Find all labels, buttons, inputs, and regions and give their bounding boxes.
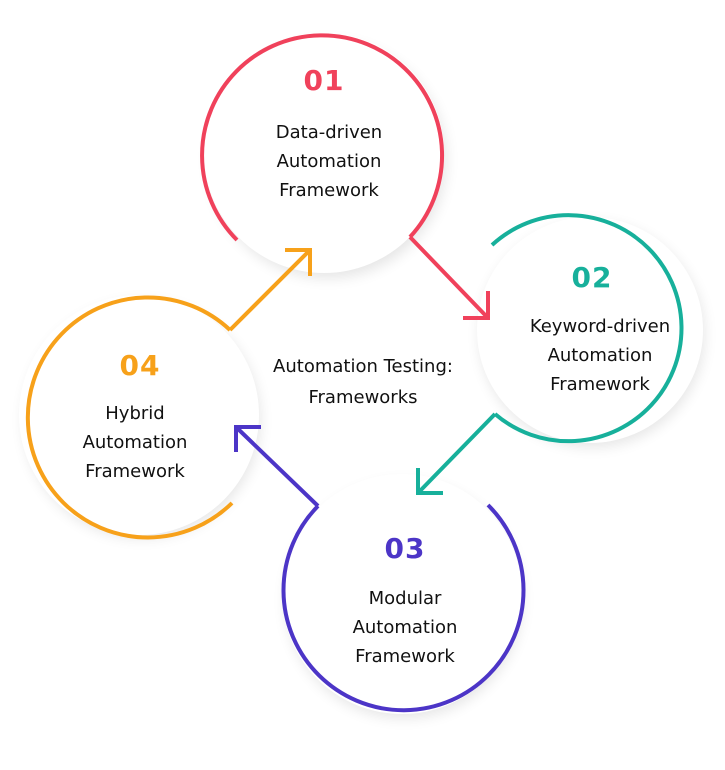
arrow-04-line	[228, 248, 312, 332]
circle-fill-01	[204, 33, 444, 273]
step-02-label-line: Framework	[550, 374, 650, 395]
circle-04-arc	[25, 295, 234, 540]
step-04-label: Hybrid Automation Framework	[30, 399, 240, 486]
step-04-label-line: Automation	[82, 432, 188, 453]
step-03-label-line: Modular	[368, 588, 442, 609]
step-04-number: 04	[119, 349, 161, 382]
step-04-label-line: Hybrid	[105, 403, 165, 424]
step-02-label-line: Automation	[547, 345, 653, 366]
arrow-03-head-icon	[234, 425, 261, 452]
step-02-label: Keyword-driven Automation Framework	[490, 312, 710, 399]
step-02-label-line: Keyword-driven	[529, 316, 671, 337]
circle-02-arc	[490, 213, 684, 444]
step-01-label-line: Framework	[279, 180, 379, 201]
arrow-02-line	[416, 412, 497, 495]
step-03-label-line: Automation	[352, 617, 458, 638]
arrow-01-head-icon	[463, 291, 490, 320]
step-03-label: Modular Automation Framework	[300, 584, 510, 671]
step-01-label-line: Data-driven	[275, 122, 383, 143]
step-02-number: 02	[571, 261, 613, 294]
step-03-number: 03	[384, 532, 426, 565]
step-03-label-line: Framework	[355, 646, 455, 667]
arrow-04-head-icon	[285, 248, 312, 276]
circle-fill-04	[19, 295, 259, 535]
step-01-label-line: Automation	[276, 151, 382, 172]
arrow-02-head-icon	[416, 468, 443, 495]
step-01-number: 01	[303, 64, 345, 97]
circle-01-arc	[200, 33, 445, 242]
circle-fill-02	[477, 217, 703, 443]
arrow-01-line	[408, 235, 490, 320]
step-01-label: Data-driven Automation Framework	[224, 118, 434, 205]
step-04-label-line: Framework	[85, 461, 185, 482]
center-title-line-2: Frameworks	[308, 387, 418, 408]
center-title: Automation Testing: Frameworks	[247, 351, 479, 413]
center-title-line-1: Automation Testing:	[273, 356, 453, 377]
arrow-03-line	[234, 425, 320, 508]
circle-03-arc	[281, 503, 526, 713]
circle-fill-03	[282, 474, 522, 714]
